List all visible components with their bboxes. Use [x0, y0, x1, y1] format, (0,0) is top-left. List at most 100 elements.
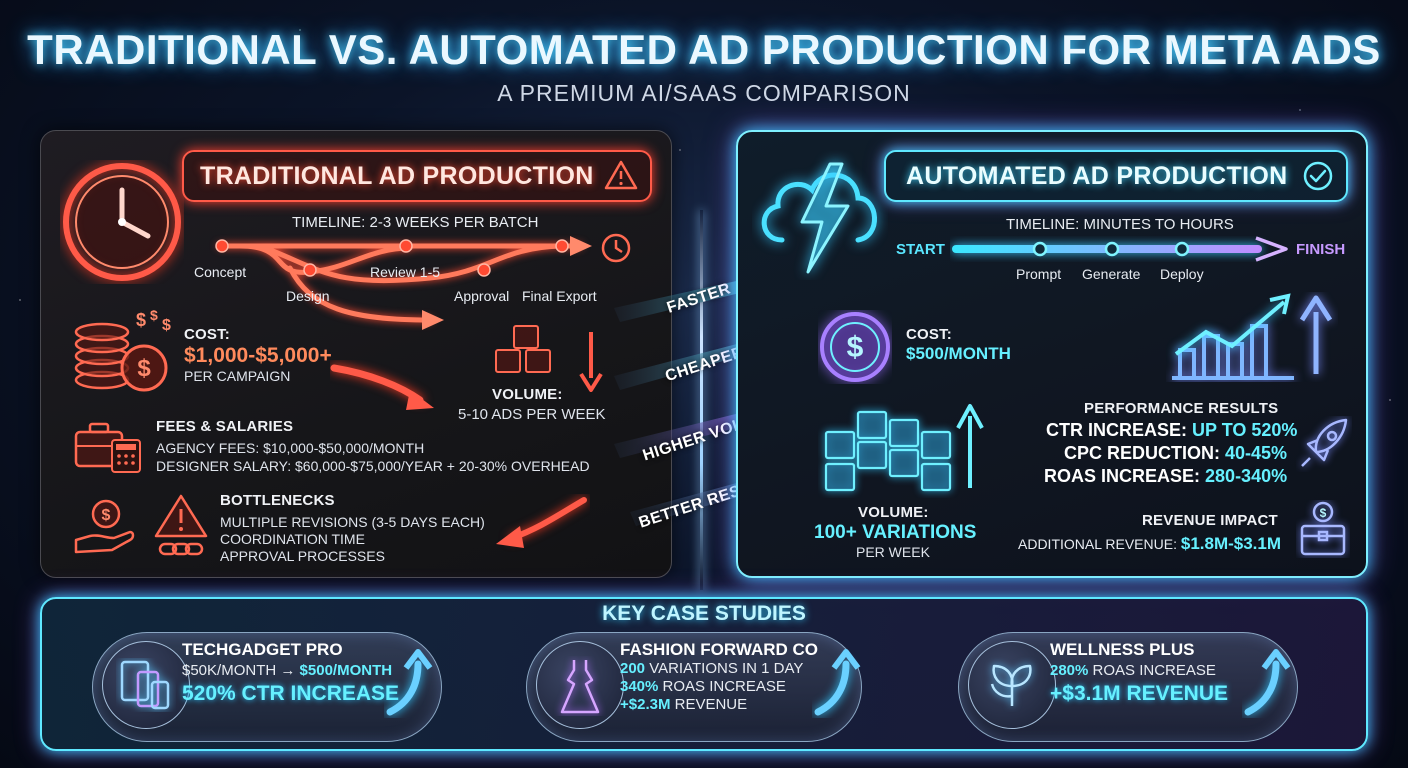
case-stat: 340%: [620, 678, 659, 695]
case-old-cost: $50K/MONTH: [182, 662, 277, 679]
traditional-header: [182, 150, 652, 202]
case-stat-label: ROAS INCREASE: [658, 678, 786, 695]
red-arrow-icon: [330, 364, 434, 410]
automated-volume-unit: PER WEEK: [856, 544, 930, 560]
case-line: 200 VARIATIONS IN 1 DAY: [620, 660, 803, 677]
case-stat-label: VARIATIONS IN 1 DAY: [645, 660, 804, 677]
roas-row: ROAS INCREASE: 280-340%: [1044, 466, 1287, 487]
svg-text:$: $: [162, 317, 171, 334]
automated-cost-value: $500/MONTH: [906, 344, 1011, 363]
case-line: 280% ROAS INCREASE: [1050, 662, 1216, 679]
case-stat-label: ROAS INCREASE: [1088, 662, 1216, 679]
revenue-value: $1.8M-$3.1M: [1180, 534, 1282, 553]
case-line: $50K/MONTH → $500/MONTH: [182, 662, 392, 679]
clock-icon: [63, 163, 181, 281]
bottleneck-item: MULTIPLE REVISIONS (3-5 DAYS EACH): [220, 514, 485, 530]
revenue-row: ADDITIONAL REVENUE: $1.8M-$3.1M: [1018, 534, 1281, 554]
dress-icon-wrapper: [536, 641, 624, 729]
boxes-icon: [495, 325, 551, 373]
step-generate: Generate: [1082, 266, 1141, 282]
cloud-lightning-icon: [761, 162, 877, 274]
variation-boxes-icon: [824, 404, 984, 492]
case-line: 340% ROAS INCREASE: [620, 678, 786, 695]
down-arrow-icon: [579, 332, 603, 392]
cpc-row: CPC REDUCTION: 40-45%: [1064, 443, 1287, 464]
performance-title: PERFORMANCE RESULTS: [1084, 400, 1279, 417]
traditional-cost-value: $1,000-$5,000+: [184, 344, 332, 367]
ctr-label: CTR INCREASE:: [1046, 420, 1188, 440]
step-final-export: Final Export: [522, 288, 597, 304]
check-circle-icon: [1303, 161, 1333, 191]
rocket-icon: [1301, 418, 1348, 467]
case-highlight: +$3.1M REVENUE: [1050, 682, 1228, 705]
bottleneck-item: APPROVAL PROCESSES: [220, 548, 385, 564]
case-name: WELLNESS PLUS: [1050, 640, 1195, 659]
case-studies-title: KEY CASE STUDIES: [602, 602, 806, 625]
dress-icon: [560, 660, 600, 714]
case-stat: 280%: [1050, 662, 1089, 679]
case-stat-label: REVENUE: [670, 696, 748, 713]
warning-chain-icon: [154, 494, 208, 556]
case-line: +$2.3M REVENUE: [620, 696, 747, 713]
bottleneck-item: COORDINATION TIME: [220, 531, 365, 547]
step-deploy: Deploy: [1160, 266, 1204, 282]
step-approval: Approval: [454, 288, 510, 304]
roas-label: ROAS INCREASE:: [1044, 466, 1201, 486]
designer-salary: DESIGNER SALARY: $60,000-$75,000/YEAR + …: [156, 458, 590, 474]
leaf-icon-wrapper: [968, 641, 1056, 729]
center-divider: [700, 210, 703, 590]
page-subtitle: A PREMIUM AI/SAAS COMPARISON: [497, 80, 911, 106]
timeline-finish: FINISH: [1296, 241, 1346, 258]
step-concept: Concept: [194, 264, 247, 280]
ctr-row: CTR INCREASE: UP TO 520%: [1046, 420, 1297, 441]
case-name: TECHGADGET PRO: [182, 640, 343, 659]
svg-text:$: $: [137, 355, 151, 382]
case-up-arrow-icon: [386, 649, 433, 716]
automated-header: [884, 150, 1348, 202]
agency-fees: AGENCY FEES: $10,000-$50,000/MONTH: [156, 440, 425, 456]
traditional-cost-unit: PER CAMPAIGN: [184, 368, 291, 384]
automated-volume-value: 100+ VARIATIONS: [814, 522, 977, 543]
devices-icon: [120, 660, 170, 710]
traditional-cost-label: COST:: [184, 326, 230, 343]
svg-text:$: $: [1320, 506, 1327, 520]
traditional-volume-value: 5-10 ADS PER WEEK: [458, 406, 606, 423]
traditional-timeline-graphic: [215, 233, 631, 330]
case-new-cost: $500/MONTH: [299, 662, 393, 679]
case-name: FASHION FORWARD CO: [620, 640, 819, 659]
automated-volume-label: VOLUME:: [858, 504, 929, 521]
case-arrow-glyph: →: [280, 662, 296, 679]
page-title: TRADITIONAL VS. AUTOMATED AD PRODUCTION …: [27, 26, 1381, 73]
case-stat: 200: [620, 660, 646, 677]
step-review: Review 1-5: [370, 264, 441, 280]
traditional-volume-label: VOLUME:: [492, 386, 563, 403]
revenue-title: REVENUE IMPACT: [1142, 512, 1278, 529]
svg-text:$: $: [847, 331, 864, 364]
case-stat: +$2.3M: [620, 696, 671, 713]
automated-timeline-graphic: [952, 236, 1288, 262]
bottlenecks-title: BOTTLENECKS: [220, 492, 335, 509]
case-up-arrow-icon: [1244, 649, 1291, 716]
roas-value: 280-340%: [1205, 466, 1288, 486]
traditional-timeline-label: TIMELINE: 2-3 WEEKS PER BATCH: [292, 214, 539, 231]
case-highlight: 520% CTR INCREASE: [182, 682, 400, 705]
step-design: Design: [286, 288, 330, 304]
dollar-coin-icon: $: [820, 312, 890, 382]
leaf-icon: [990, 664, 1032, 706]
revenue-label: ADDITIONAL REVENUE:: [1018, 536, 1177, 552]
svg-text:$: $: [102, 507, 111, 524]
svg-text:$: $: [150, 308, 158, 323]
curved-return-arrow-icon: [496, 497, 587, 548]
automated-title: AUTOMATED AD PRODUCTION: [906, 162, 1288, 190]
cpc-label: CPC REDUCTION:: [1064, 443, 1220, 463]
step-prompt: Prompt: [1016, 266, 1062, 282]
cpc-value: 40-45%: [1225, 443, 1288, 463]
warning-icon: [604, 160, 638, 190]
treasure-chest-icon: $: [1300, 501, 1346, 556]
automated-timeline-label: TIMELINE: MINUTES TO HOURS: [1006, 216, 1234, 233]
devices-icon-wrapper: [102, 641, 190, 729]
automated-cost-label: COST:: [906, 326, 952, 343]
case-up-arrow-icon: [814, 649, 861, 716]
growth-chart-icon: [1172, 293, 1333, 380]
timeline-start: START: [896, 241, 945, 258]
